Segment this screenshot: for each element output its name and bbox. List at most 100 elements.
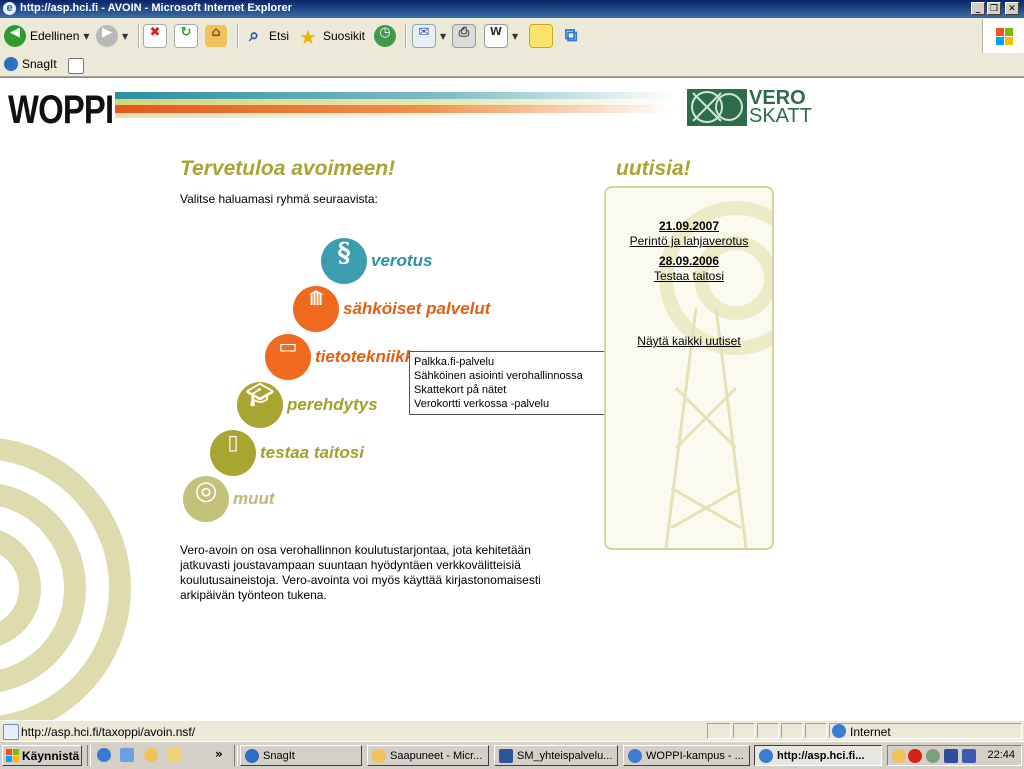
antenna-icon: ⟰ [293,286,339,332]
edit-button[interactable]: W ▼ [484,22,518,50]
internet-globe-icon [832,724,846,738]
welcome-heading: Tervetuloa avoimeen! [180,157,396,180]
outlook-icon [372,748,386,763]
header-stripe-light [115,113,675,118]
favorites-label: Suosikit [323,29,366,43]
vero-logo-line1: VERO [749,87,806,109]
quicklaunch-folder-icon[interactable] [167,748,181,762]
status-pane [757,723,779,739]
back-button[interactable]: ◀ Edellinen ▼ [4,22,90,50]
network-icon: ⧉ [564,25,578,46]
minimize-button[interactable]: _ [971,2,985,15]
notes-button[interactable] [529,22,553,50]
category-label: muut [233,489,275,508]
favorites-button[interactable]: ★ Suosikit [297,22,365,50]
ie-icon [759,748,773,763]
back-dropdown-icon[interactable]: ▼ [83,31,90,41]
vero-skatt-logo: VERO SKATT [749,87,812,126]
news-date[interactable]: 21.09.2007 [658,219,720,233]
category-muut[interactable]: ◎ muut [183,476,275,522]
category-label: perehdytys [287,395,378,414]
news-panel: 21.09.2007 Perintö ja lahjaverotus 28.09… [604,186,774,550]
start-button[interactable]: Käynnistä [2,745,82,766]
tray-utility-icon[interactable] [926,749,940,763]
tray-network-error-icon[interactable] [908,749,922,763]
category-tietotekniikka[interactable]: ▭ tietotekniikka [265,334,424,380]
taskbar-item-word[interactable]: SM_yhteispalvelu... [494,745,618,766]
category-label: tietotekniikka [315,347,424,366]
quicklaunch-more-icon[interactable]: » [215,747,223,761]
taskbar-separator [87,745,91,766]
news-date[interactable]: 28.09.2006 [658,254,720,268]
taskbar-item-woppi-kampus[interactable]: WOPPI-kampus - ... [623,745,750,766]
forward-button[interactable]: ▶ ▼ [96,22,128,50]
messenger-button[interactable]: ⧉ [560,22,582,50]
maximize-button[interactable]: ❐ [987,2,1001,15]
snagit-label: SnagIt [22,57,57,71]
start-label: Käynnistä [22,748,80,763]
toolbar-separator [237,24,239,48]
taskbar-item-asp-hci[interactable]: http://asp.hci.fi... [754,745,882,766]
quicklaunch-browser-icon[interactable] [120,748,134,762]
submenu-item[interactable]: Sähköinen asiointi verohallinnossa [414,370,583,382]
search-button[interactable]: ⌕ Etsi [243,22,289,50]
category-label: sähköiset palvelut [343,299,491,318]
history-button[interactable]: ◷ [374,22,396,50]
home-button[interactable]: ⌂ [205,22,227,50]
forward-dropdown-icon[interactable]: ▼ [122,31,129,41]
submenu-item[interactable]: Verokortti verkossa -palvelu [414,398,550,410]
star-icon: ★ [299,25,317,49]
refresh-button[interactable]: ↻ [174,22,198,50]
sticky-note-icon [529,24,553,48]
news-link[interactable]: Testaa taitosi [653,269,725,283]
submenu-item[interactable]: Palkka.fi-palvelu [414,356,495,368]
rings-icon: ◎ [183,476,229,522]
ie-app-icon[interactable]: e [3,2,16,15]
back-label: Edellinen [30,29,80,43]
category-testaa-taitosi[interactable]: ▯ testaa taitosi [210,430,364,476]
category-verotus[interactable]: § verotus [321,238,432,284]
window-title: http://asp.hci.fi - AVOIN - Microsoft In… [20,2,292,14]
category-label: verotus [371,251,433,270]
window-title-bar: e http://asp.hci.fi - AVOIN - Microsoft … [0,0,1024,18]
category-perehdytys[interactable]: 🎓︎ perehdytys [237,382,378,428]
computer-icon: ▭ [265,334,311,380]
tray-antivirus-icon[interactable] [944,749,958,763]
edit-dropdown-icon[interactable]: ▼ [512,31,519,41]
mail-dropdown-icon[interactable]: ▼ [440,31,447,41]
ie-toolbar: ◀ Edellinen ▼ ▶ ▼ ✖ ↻ ⌂ ⌕ Etsi ★ Suosiki… [0,18,1024,55]
quicklaunch-outlook-icon[interactable] [144,748,158,762]
snagit-button[interactable]: SnagIt [4,57,57,71]
woppi-logo: WOPPI [8,88,114,132]
snagit-icon [4,57,18,71]
search-label: Etsi [269,29,290,43]
category-sahkoiset-palvelut[interactable]: ⟰ sähköiset palvelut [293,286,490,332]
taskbar-item-snagit[interactable]: SnagIt [240,745,362,766]
book-icon: ▯ [210,430,256,476]
all-news-link[interactable]: Näytä kaikki uutiset [637,334,741,348]
windows-taskbar: Käynnistä » SnagIt Saapuneet - Micr... S… [0,741,1024,769]
print-button[interactable]: ⎙ [452,22,476,50]
quicklaunch-ie-icon[interactable] [97,748,111,762]
close-window-button[interactable]: ✕ [1005,2,1019,15]
windows-flag-yellow [1005,37,1013,45]
page-icon [3,724,19,740]
submenu-item[interactable]: Skattekort på nätet [414,384,507,396]
task-label: Saapuneet - Micr... [390,749,483,762]
taskbar-item-outlook[interactable]: Saapuneet - Micr... [367,745,489,766]
task-label: SM_yhteispalvelu... [517,749,613,762]
status-pane [781,723,803,739]
tray-monitor-icon[interactable] [962,749,976,763]
tray-clock-app-icon[interactable] [892,749,906,763]
news-link[interactable]: Perintö ja lahjaverotus [629,234,749,248]
links-toolbar: SnagIt [0,54,1024,77]
windows-flag-green [1005,28,1013,36]
snagit-capture-button[interactable] [68,58,84,77]
windows-logo [982,19,1024,53]
status-pane [805,723,827,739]
printer-icon: ⎙ [452,24,476,48]
mail-button[interactable]: ✉ ▼ [412,22,446,50]
background-decoration [0,438,131,720]
windows-flag-blue [996,37,1004,45]
stop-button[interactable]: ✖ [143,22,167,50]
